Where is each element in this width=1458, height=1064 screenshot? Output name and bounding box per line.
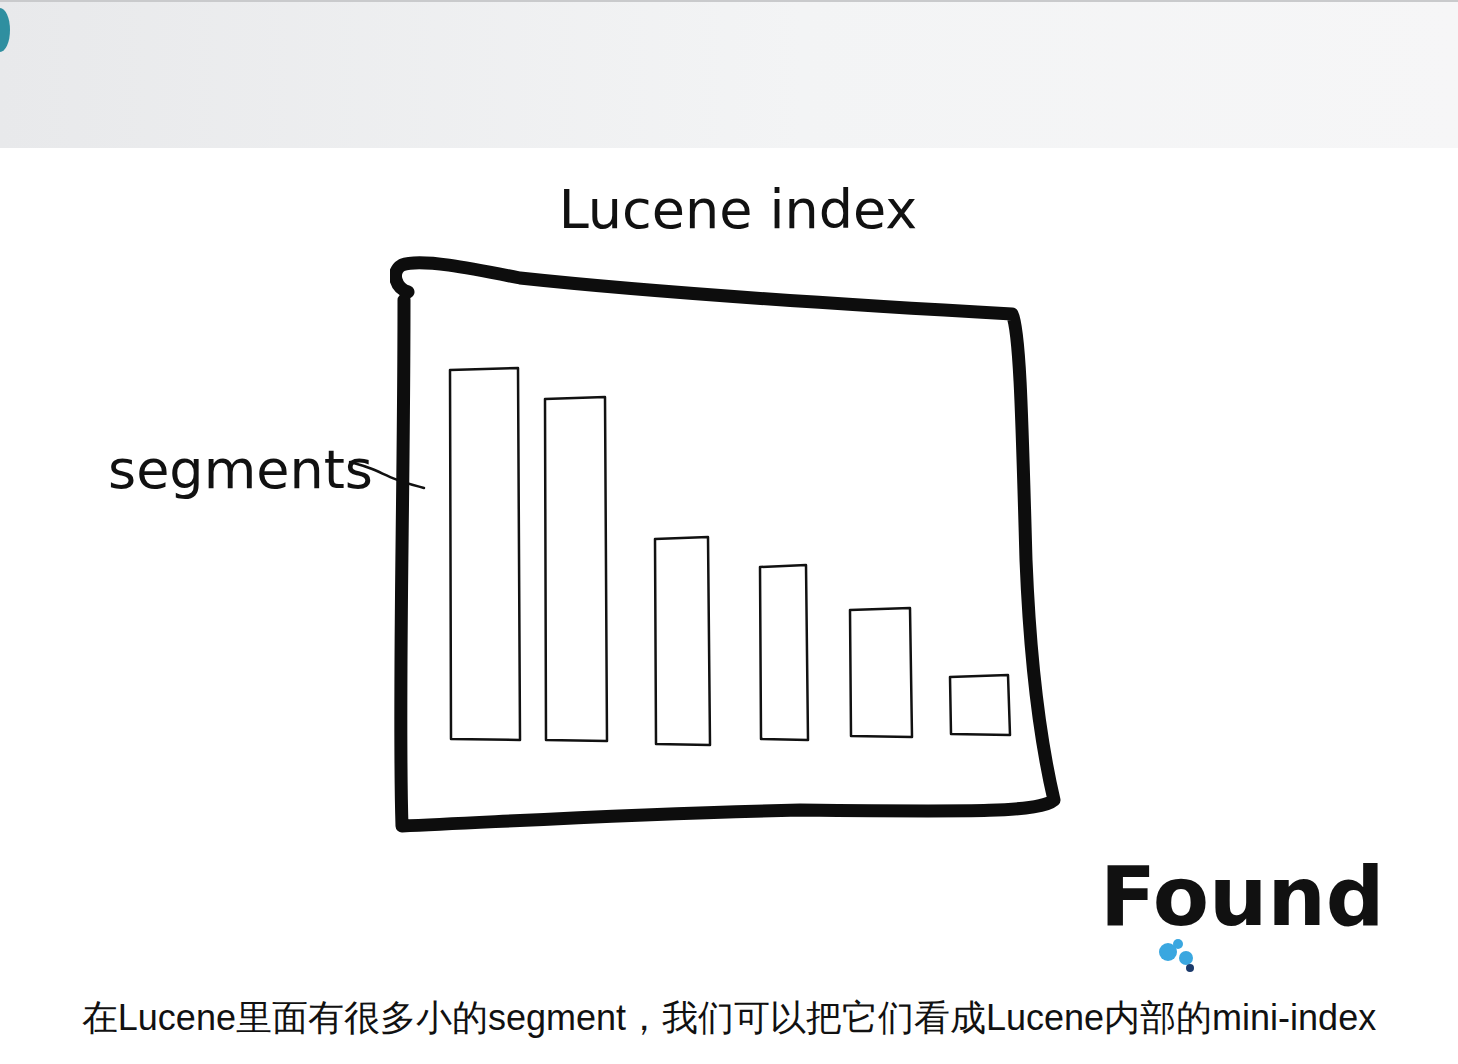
segment-rect xyxy=(760,565,808,740)
index-box: Lucene index xyxy=(390,168,1070,840)
header-line xyxy=(0,0,1458,2)
corner-mark xyxy=(0,8,10,52)
segment-rect xyxy=(950,675,1010,735)
header-band xyxy=(0,0,1458,148)
segment-rect xyxy=(545,397,607,741)
index-outline xyxy=(390,168,1070,840)
box-heading: Lucene index xyxy=(559,178,918,241)
leader-label: segments xyxy=(108,440,373,499)
logo-text: Found xyxy=(1100,852,1384,942)
segment-rect xyxy=(850,608,912,737)
segment-rect xyxy=(450,368,520,740)
segment-rect xyxy=(655,537,710,745)
logo-splash xyxy=(1159,939,1194,972)
index-border xyxy=(395,263,1054,826)
subtitle-caption: 在Lucene里面有很多小的segment，我们可以把它们看成Lucene内部的… xyxy=(10,996,1448,1039)
